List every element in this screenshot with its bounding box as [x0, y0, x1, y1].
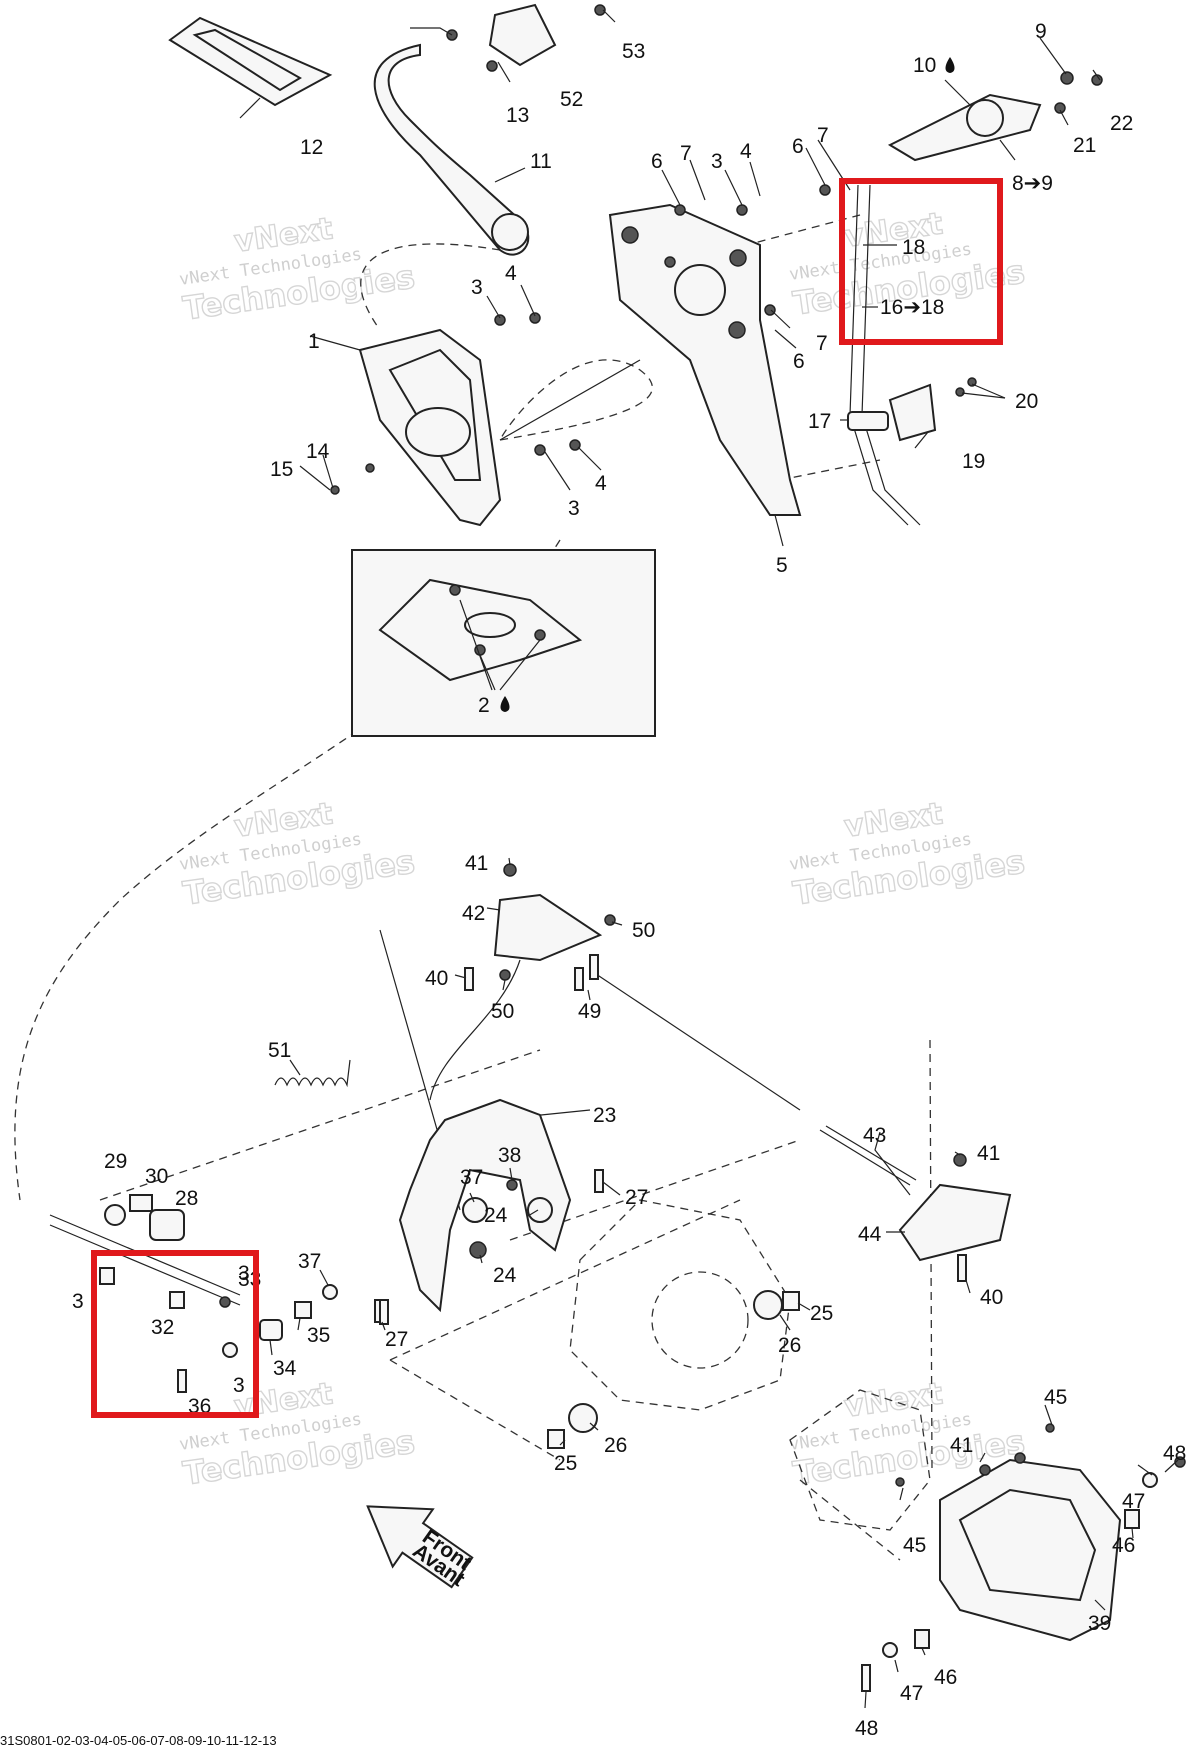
callout-23: 23: [593, 1104, 616, 1127]
callout-14: 14: [306, 440, 330, 463]
callout-3: 3: [233, 1374, 245, 1397]
callout-18: 18: [902, 236, 925, 259]
callout-47: 47: [1122, 1490, 1145, 1513]
callout-51: 51: [268, 1039, 291, 1062]
callout-50: 50: [632, 919, 655, 942]
callout-45: 45: [1044, 1386, 1067, 1409]
callout-6: 6: [651, 150, 663, 173]
callout-11: 11: [530, 150, 552, 173]
callout-45: 45: [903, 1534, 926, 1557]
callout-32: 32: [151, 1316, 174, 1339]
callout-35: 35: [307, 1324, 330, 1347]
callout-4: 4: [505, 262, 517, 285]
callout-40: 40: [980, 1286, 1003, 1309]
plate-19: [888, 383, 937, 442]
callout-24: 24: [493, 1264, 517, 1287]
callout-21: 21: [1073, 134, 1096, 157]
callout-25: 25: [810, 1302, 833, 1325]
callout-4: 4: [595, 472, 607, 495]
callout-52: 52: [560, 88, 583, 111]
callout-2: 2: [478, 694, 490, 717]
callout-3: 3: [471, 276, 483, 299]
linkage-rod: [847, 71, 1103, 526]
bracket-52: [488, 3, 557, 67]
callout-4: 4: [740, 140, 752, 163]
bracket-44: [819, 1125, 1012, 1282]
callout-20: 20: [1015, 390, 1038, 413]
callout-53: 53: [622, 40, 645, 63]
callout-34: 34: [273, 1357, 297, 1380]
callout-46: 46: [934, 1666, 957, 1689]
callout-30: 30: [145, 1165, 168, 1188]
callout-10-group: 10: [913, 54, 955, 77]
callout-27: 27: [625, 1186, 648, 1209]
watermark-group: vNext vNext Technologies Technologies vN…: [178, 206, 1028, 1494]
callout-38: 38: [498, 1144, 521, 1167]
callout-3: 3: [72, 1290, 84, 1313]
drop-icon: [500, 696, 510, 712]
callout-12: 12: [300, 136, 323, 159]
callout-3: 3: [711, 150, 723, 173]
bracket-42: [464, 863, 616, 991]
callout-37: 37: [460, 1166, 483, 1189]
lever-8: [887, 93, 1042, 162]
callout-6: 6: [793, 350, 805, 373]
plate-5: [608, 184, 831, 516]
callout-26: 26: [604, 1434, 627, 1457]
callout-7: 7: [680, 142, 692, 165]
callout-43: 43: [863, 1124, 886, 1147]
callout-28: 28: [175, 1187, 198, 1210]
callout-48: 48: [855, 1717, 878, 1740]
callout-22: 22: [1110, 112, 1133, 135]
pedal-assembly: [168, 3, 606, 256]
housing-39: [789, 1389, 1186, 1692]
drop-icon: [945, 57, 955, 73]
callout-29: 29: [104, 1150, 127, 1173]
callout-8: 8➔9: [1012, 172, 1053, 195]
callout-39: 39: [1088, 1612, 1111, 1635]
callout-46: 46: [1112, 1534, 1135, 1557]
callout-3: 3: [568, 497, 580, 520]
callout-50: 50: [491, 1000, 514, 1023]
callout-47: 47: [900, 1682, 923, 1705]
callout-42: 42: [462, 902, 485, 925]
cover-1: [330, 312, 581, 527]
drawing-code: 31S0801-02-03-04-05-06-07-08-09-10-11-12…: [0, 1733, 277, 1748]
inset-box: [351, 549, 656, 737]
callout-17: 17: [808, 410, 831, 433]
housing-center: [547, 1199, 800, 1449]
callout-6: 6: [792, 135, 804, 158]
callout-26: 26: [778, 1334, 801, 1357]
front-arrow: Front Avant: [366, 1505, 475, 1591]
callout-44: 44: [858, 1223, 882, 1246]
callout-7: 7: [816, 332, 828, 355]
callout-15: 15: [270, 458, 293, 481]
callout-37: 37: [298, 1250, 321, 1273]
callout-49: 49: [578, 1000, 601, 1023]
callout-numbers: 1 2 3 3 3 3 3 3 4 4 4 5 6 6 6 7 7 7 8➔9 …: [72, 20, 1186, 1740]
callout-24: 24: [484, 1204, 508, 1227]
callout-7: 7: [817, 124, 829, 147]
callout-3: 3: [238, 1262, 250, 1285]
callout-41: 41: [950, 1434, 973, 1457]
callout-1: 1: [308, 330, 320, 353]
callout-16: 16➔18: [880, 296, 944, 319]
callout-19: 19: [962, 450, 985, 473]
highlight-box-bottom-left: [91, 1250, 259, 1418]
callout-41: 41: [465, 852, 488, 875]
callout-13: 13: [506, 104, 529, 127]
shaft-assembly: [49, 1194, 389, 1393]
callout-5: 5: [776, 554, 788, 577]
callout-9: 9: [1035, 20, 1047, 43]
callout-41: 41: [977, 1142, 1000, 1165]
callout-25: 25: [554, 1452, 577, 1475]
callout-48: 48: [1163, 1442, 1186, 1465]
highlight-box-top-right: [839, 178, 1003, 345]
highlight-boxes: [91, 178, 1003, 1418]
spring-51: [274, 1059, 351, 1088]
callout-10: 10: [913, 54, 936, 77]
callout-27: 27: [385, 1328, 408, 1351]
callout-40: 40: [425, 967, 448, 990]
